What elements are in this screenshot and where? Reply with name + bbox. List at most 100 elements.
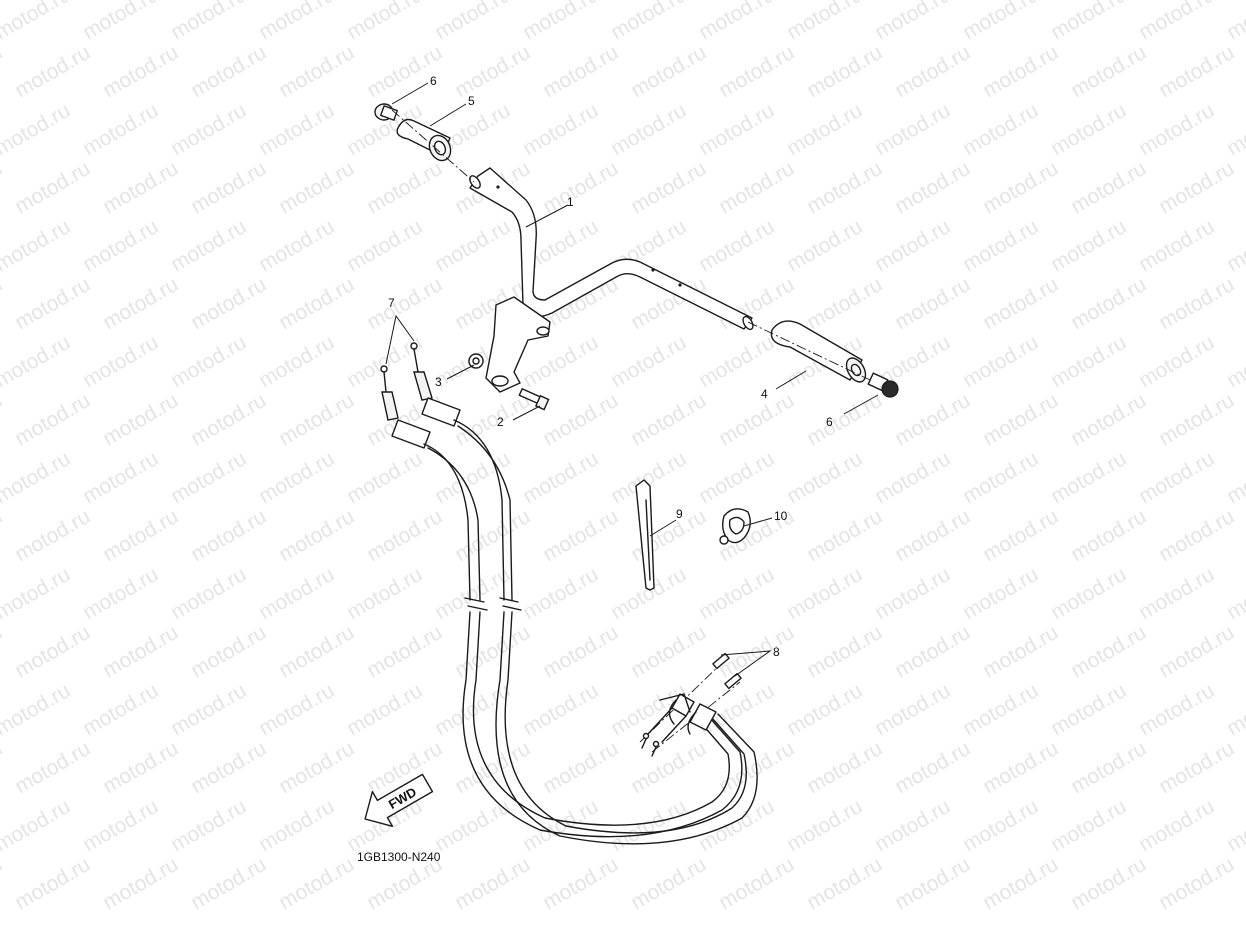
watermark-text: motod.ru bbox=[695, 563, 778, 624]
watermark-text: motod.ru bbox=[167, 0, 250, 44]
watermark-text: motod.ru bbox=[343, 563, 426, 624]
watermark-text: motod.ru bbox=[0, 99, 74, 160]
watermark-text: motod.ru bbox=[979, 41, 1062, 102]
watermark-text: motod.ru bbox=[891, 157, 974, 218]
watermark-text: motod.ru bbox=[1047, 331, 1130, 392]
leader-lines bbox=[385, 82, 879, 677]
watermark-text: motod.ru bbox=[1067, 157, 1150, 218]
watermark-text: motod.ru bbox=[79, 215, 162, 276]
watermark-text: motod.ru bbox=[431, 215, 514, 276]
watermark-text: motod.ru bbox=[255, 679, 338, 740]
watermark-text: motod.ru bbox=[167, 99, 250, 160]
watermark-text: motod.ru bbox=[99, 157, 182, 218]
watermark-text: motod.ru bbox=[79, 679, 162, 740]
watermark-text: motod.ru bbox=[715, 157, 798, 218]
watermark-text: motod.ru bbox=[187, 389, 270, 450]
watermark-text: motod.ru bbox=[1135, 331, 1218, 392]
watermark-text: motod.ru bbox=[1155, 41, 1238, 102]
watermark-text: motod.ru bbox=[99, 273, 182, 334]
watermark-text: motod.ru bbox=[255, 215, 338, 276]
watermark-text: motod.ru bbox=[1155, 621, 1238, 682]
watermark-text: motod.ru bbox=[187, 737, 270, 798]
watermark-text: motod.ru bbox=[959, 0, 1042, 44]
watermark-text: motod.ru bbox=[627, 41, 710, 102]
watermark-text: motod.ru bbox=[627, 853, 710, 914]
watermark-text: motod.ru bbox=[187, 157, 270, 218]
watermark-text: motod.ru bbox=[1155, 505, 1238, 566]
watermark-text: motod.ru bbox=[0, 563, 74, 624]
watermark-text: motod.ru bbox=[451, 505, 534, 566]
watermark-text: motod.ru bbox=[1067, 273, 1150, 334]
watermark-text: motod.ru bbox=[1223, 563, 1246, 624]
watermark-text: motod.ru bbox=[1135, 215, 1218, 276]
watermark-text: motod.ru bbox=[0, 737, 6, 798]
watermark-text: motod.ru bbox=[891, 737, 974, 798]
watermark-text: motod.ru bbox=[1135, 679, 1218, 740]
watermark-text: motod.ru bbox=[959, 563, 1042, 624]
watermark-text: motod.ru bbox=[255, 331, 338, 392]
watermark-text: motod.ru bbox=[343, 447, 426, 508]
watermark-text: motod.ru bbox=[79, 795, 162, 856]
watermark-text: motod.ru bbox=[275, 853, 358, 914]
watermark-text: motod.ru bbox=[1155, 737, 1238, 798]
watermark-text: motod.ru bbox=[363, 505, 446, 566]
watermark-text: motod.ru bbox=[275, 621, 358, 682]
watermark-text: motod.ru bbox=[187, 505, 270, 566]
watermark-text: motod.ru bbox=[1155, 273, 1238, 334]
watermark-text: motod.ru bbox=[1135, 447, 1218, 508]
watermark-text: motod.ru bbox=[79, 99, 162, 160]
watermark-text: motod.ru bbox=[871, 563, 954, 624]
watermark-text: motod.ru bbox=[451, 853, 534, 914]
watermark-text: motod.ru bbox=[167, 215, 250, 276]
watermark-text: motod.ru bbox=[1223, 447, 1246, 508]
watermark-text: motod.ru bbox=[343, 215, 426, 276]
watermark-text: motod.ru bbox=[1135, 795, 1218, 856]
watermark-text: motod.ru bbox=[891, 853, 974, 914]
watermark-text: motod.ru bbox=[11, 389, 94, 450]
watermark-text: motod.ru bbox=[1223, 0, 1246, 44]
watermark-text: motod.ru bbox=[695, 0, 778, 44]
handlebar bbox=[469, 167, 754, 393]
watermark-text: motod.ru bbox=[275, 273, 358, 334]
end-weight-right bbox=[867, 372, 899, 398]
watermark-text: motod.ru bbox=[607, 0, 690, 44]
watermark-text: motod.ru bbox=[959, 679, 1042, 740]
watermark-text: motod.ru bbox=[871, 99, 954, 160]
callout-8: 8 bbox=[773, 645, 780, 659]
watermark-text: motod.ru bbox=[979, 273, 1062, 334]
watermark-text: motod.ru bbox=[343, 0, 426, 44]
watermark-text: motod.ru bbox=[451, 41, 534, 102]
watermark-text: motod.ru bbox=[539, 389, 622, 450]
watermark-text: motod.ru bbox=[11, 737, 94, 798]
bolt-2 bbox=[518, 388, 550, 411]
callout-labels: 1 2 3 4 5 6 6 7 8 9 10 bbox=[388, 74, 833, 659]
watermark-text: motod.ru bbox=[539, 853, 622, 914]
watermark-text: motod.ru bbox=[1067, 737, 1150, 798]
watermark-text: motod.ru bbox=[627, 157, 710, 218]
watermark-text: motod.ru bbox=[79, 563, 162, 624]
watermark-text: motod.ru bbox=[343, 679, 426, 740]
watermark-text: motod.ru bbox=[695, 447, 778, 508]
watermark-text: motod.ru bbox=[0, 215, 74, 276]
watermark-text: motod.ru bbox=[1155, 853, 1238, 914]
watermark-text: motod.ru bbox=[979, 389, 1062, 450]
callout-1: 1 bbox=[567, 195, 574, 209]
watermark-text: motod.ru bbox=[1047, 679, 1130, 740]
watermark-text: motod.ru bbox=[1135, 563, 1218, 624]
watermark-text: motod.ru bbox=[1047, 447, 1130, 508]
watermark-text: motod.ru bbox=[959, 215, 1042, 276]
watermark-text: motod.ru bbox=[519, 447, 602, 508]
watermark-text: motod.ru bbox=[1155, 389, 1238, 450]
watermark-text: motod.ru bbox=[255, 99, 338, 160]
watermark-text: motod.ru bbox=[891, 621, 974, 682]
watermark-text: motod.ru bbox=[607, 331, 690, 392]
callout-10: 10 bbox=[774, 509, 788, 523]
screws-8 bbox=[712, 652, 742, 690]
watermark-text: motod.ru bbox=[783, 215, 866, 276]
watermark-text: motod.ru bbox=[11, 621, 94, 682]
end-weight-left bbox=[374, 103, 398, 121]
watermark-text: motod.ru bbox=[891, 505, 974, 566]
watermark-text: motod.ru bbox=[79, 331, 162, 392]
watermark-text: motod.ru bbox=[363, 621, 446, 682]
